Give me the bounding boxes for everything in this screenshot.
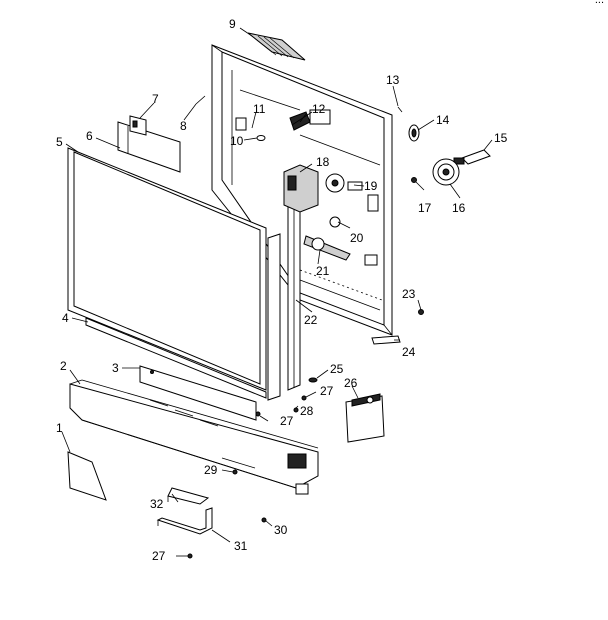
part-7-bracket [129, 115, 147, 136]
callout-24: 24 [402, 345, 416, 359]
part-19-gear [325, 173, 363, 193]
callout-17: 17 [418, 201, 432, 215]
callout-15: 15 [494, 131, 508, 145]
part-18-dispenser [283, 164, 319, 213]
callout-31: 31 [234, 539, 248, 553]
part-2-kick-panel [69, 379, 319, 495]
callout-26: 26 [344, 376, 358, 390]
part-26-latch [345, 393, 385, 443]
callout-4: 4 [62, 311, 69, 325]
callout-21: 21 [316, 264, 330, 278]
part-27-screw-b [255, 411, 261, 417]
part-29-screw [232, 469, 238, 475]
callout-27c: 27 [152, 549, 166, 563]
callout-27b: 27 [280, 414, 294, 428]
callout-22: 22 [304, 313, 318, 327]
part-28-screw [293, 407, 299, 413]
callout-14: 14 [436, 113, 450, 127]
callout-10: 10 [230, 134, 244, 148]
callout-12: 12 [312, 102, 326, 116]
part-22-channel [287, 189, 301, 391]
part-5-outer-panel [67, 147, 267, 391]
callout-7: 7 [152, 92, 159, 106]
callout-29: 29 [204, 463, 218, 477]
callout-6: 6 [86, 129, 93, 143]
part-1-cover [67, 451, 107, 501]
part-12-bracket [289, 111, 313, 131]
part-31-bracket [156, 507, 213, 535]
callout-8: 8 [180, 119, 187, 133]
callout-27a: 27 [320, 384, 334, 398]
callout-3: 3 [112, 361, 119, 375]
header-code: ... [594, 0, 604, 6]
side-trim-strip [267, 233, 281, 401]
part-14-bushing [408, 124, 420, 142]
part-32-bracket [167, 487, 210, 505]
callout-9: 9 [229, 17, 236, 31]
part-16-knob [432, 158, 460, 186]
part-3-bracket [139, 365, 257, 421]
callout-28: 28 [300, 404, 314, 418]
part-23-screw [418, 309, 424, 315]
part-4-trim [85, 317, 267, 399]
part-13-screw [397, 106, 403, 113]
callout-23: 23 [402, 287, 416, 301]
part-9-vent [247, 32, 306, 61]
part-24-hinge [371, 335, 401, 345]
callout-16: 16 [452, 201, 466, 215]
part-21-spray-arm [303, 235, 351, 261]
callout-11: 11 [253, 102, 266, 116]
callout-labels: 9 7 8 11 12 10 6 5 13 14 15 18 19 17 16 … [56, 17, 508, 563]
part-10-clip [256, 135, 266, 141]
part-8-screw [195, 95, 206, 105]
callout-13: 13 [386, 73, 400, 87]
callout-19: 19 [364, 179, 378, 193]
callout-2: 2 [60, 359, 67, 373]
callout-32: 32 [150, 497, 164, 511]
part-15-shaft [453, 149, 491, 165]
callout-5: 5 [56, 135, 63, 149]
kick-panel-vents [149, 399, 307, 469]
part-30-screw [261, 517, 267, 523]
callout-20: 20 [350, 231, 364, 245]
part-27-screw-a [301, 395, 307, 401]
part-25-clip [308, 377, 318, 383]
callout-18: 18 [316, 155, 330, 169]
callout-25: 25 [330, 362, 344, 376]
part-20-knob [329, 216, 341, 228]
part-17-screw [411, 177, 417, 183]
callout-30: 30 [274, 523, 288, 537]
part-27-screw-c [187, 553, 193, 559]
leader-lines [61, 27, 493, 557]
callout-1: 1 [56, 421, 63, 435]
part-6-panel [117, 121, 181, 173]
